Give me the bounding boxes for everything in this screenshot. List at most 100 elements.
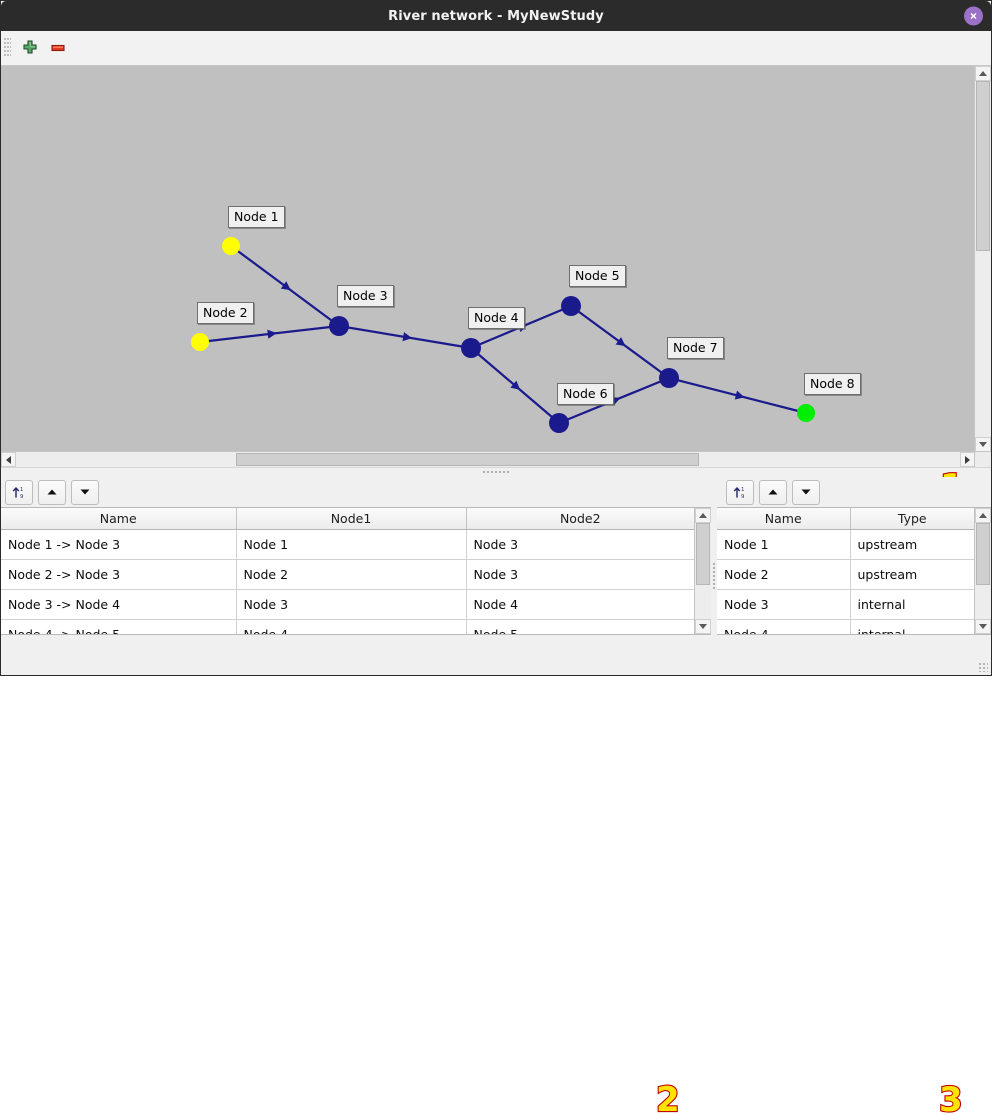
resize-grip[interactable]	[979, 663, 988, 672]
table-cell[interactable]: Node 4 -> Node 5	[1, 619, 237, 634]
nodes-move-down-icon[interactable]	[792, 479, 820, 505]
graph-view[interactable]: Node 1 Node 2 Node 3 Node 4 Node 5 Node 6 Node…	[1, 66, 991, 505]
graph-node[interactable]	[659, 368, 679, 388]
node-label[interactable]: Node 8	[804, 373, 861, 395]
nodes-vscroll-thumb[interactable]	[976, 523, 990, 585]
node-label[interactable]: Node 7	[667, 337, 724, 359]
nodes-vertical-scrollbar[interactable]	[974, 508, 991, 634]
graph-hscroll-thumb[interactable]	[236, 453, 699, 466]
vertical-splitter[interactable]	[711, 477, 717, 675]
graph-vscroll-track[interactable]	[975, 81, 991, 437]
toolbar-drag-grip[interactable]	[4, 38, 11, 58]
table-cell[interactable]: Node 3	[466, 559, 694, 590]
splitter-grip	[483, 471, 509, 474]
graph-vertical-scrollbar[interactable]	[974, 66, 991, 452]
links-vscroll-track[interactable]	[695, 523, 711, 619]
graph-node[interactable]	[222, 237, 240, 255]
column-header[interactable]: Node2	[466, 508, 694, 530]
graph-node[interactable]	[329, 316, 349, 336]
graph-node[interactable]	[797, 404, 815, 422]
table-cell[interactable]: Node 2	[717, 559, 851, 590]
scroll-left-button[interactable]	[1, 452, 16, 467]
links-vertical-scrollbar[interactable]	[694, 508, 711, 634]
table-cell[interactable]: Node 4	[236, 619, 467, 634]
table-cell[interactable]: Node 2 -> Node 3	[1, 559, 237, 590]
node-label[interactable]: Node 2	[197, 302, 254, 324]
column-header[interactable]: Node1	[236, 508, 467, 530]
node-label[interactable]: Node 3	[337, 285, 394, 307]
add-node-icon[interactable]	[16, 34, 44, 62]
graph-node[interactable]	[191, 333, 209, 351]
graph-vscroll-thumb[interactable]	[976, 81, 990, 251]
node-label[interactable]: Node 4	[468, 307, 525, 329]
move-up-icon[interactable]	[38, 479, 66, 505]
table-cell[interactable]: Node 1 -> Node 3	[1, 529, 237, 560]
node-label[interactable]: Node 1	[228, 206, 285, 228]
table-cell[interactable]: upstream	[850, 529, 974, 560]
scroll-down-button[interactable]	[975, 437, 991, 452]
edge-arrowhead	[615, 337, 626, 347]
nodes-sort-icon[interactable]: 1 9	[726, 479, 754, 505]
links-toolbar: 1 9	[1, 477, 711, 507]
table-cell[interactable]: Node 3 -> Node 4	[1, 589, 237, 620]
links-scroll-up-button[interactable]	[695, 508, 711, 523]
node-label[interactable]: Node 6	[557, 383, 614, 405]
sort-icon[interactable]: 1 9	[5, 479, 33, 505]
table-cell[interactable]: Node 5	[466, 619, 694, 634]
column-header[interactable]: Type	[850, 508, 974, 530]
scroll-right-button[interactable]	[960, 452, 975, 467]
links-panel-footer	[1, 635, 711, 675]
graph-node[interactable]	[461, 338, 481, 358]
graph-node[interactable]	[561, 296, 581, 316]
node-label[interactable]: Node 5	[569, 265, 626, 287]
table-cell[interactable]: Node 4	[466, 589, 694, 620]
nodes-scroll-up-button[interactable]	[975, 508, 991, 523]
links-vscroll-thumb[interactable]	[696, 523, 710, 585]
nodes-panel-footer	[717, 635, 991, 675]
graph-node[interactable]	[549, 413, 569, 433]
table-cell[interactable]: Node 3	[717, 589, 851, 620]
window-title: River network - MyNewStudy	[388, 8, 604, 24]
scroll-up-button[interactable]	[975, 66, 991, 81]
nodes-vscroll-track[interactable]	[975, 523, 991, 619]
table-cell[interactable]: Node 4	[717, 619, 851, 634]
table-cell[interactable]: Node 2	[236, 559, 467, 590]
table-cell[interactable]: Node 3	[236, 589, 467, 620]
nodes-move-up-icon[interactable]	[759, 479, 787, 505]
column-header[interactable]: Name	[1, 508, 237, 530]
links-scroll-down-button[interactable]	[695, 619, 711, 634]
remove-node-icon[interactable]	[44, 34, 72, 62]
table-cell[interactable]: Node 3	[466, 529, 694, 560]
column-header[interactable]: Name	[717, 508, 851, 530]
graph-hscroll-track[interactable]	[16, 452, 960, 467]
svg-text:1: 1	[20, 487, 23, 493]
close-icon[interactable]	[964, 6, 983, 26]
table-row[interactable]: Node 4internal	[717, 619, 974, 634]
table-cell[interactable]: upstream	[850, 559, 974, 590]
table-cell[interactable]: internal	[850, 619, 974, 634]
table-cell[interactable]: Node 1	[717, 529, 851, 560]
graph-horizontal-scrollbar[interactable]	[1, 451, 975, 467]
nodes-scroll-down-button[interactable]	[975, 619, 991, 634]
scrollbar-corner	[974, 451, 991, 467]
table-cell[interactable]: Node 1	[236, 529, 467, 560]
move-down-icon[interactable]	[71, 479, 99, 505]
graph-canvas[interactable]: Node 1 Node 2 Node 3 Node 4 Node 5 Node 6 Node…	[1, 66, 976, 451]
table-cell[interactable]: internal	[850, 589, 974, 620]
horizontal-splitter[interactable]	[1, 467, 991, 477]
